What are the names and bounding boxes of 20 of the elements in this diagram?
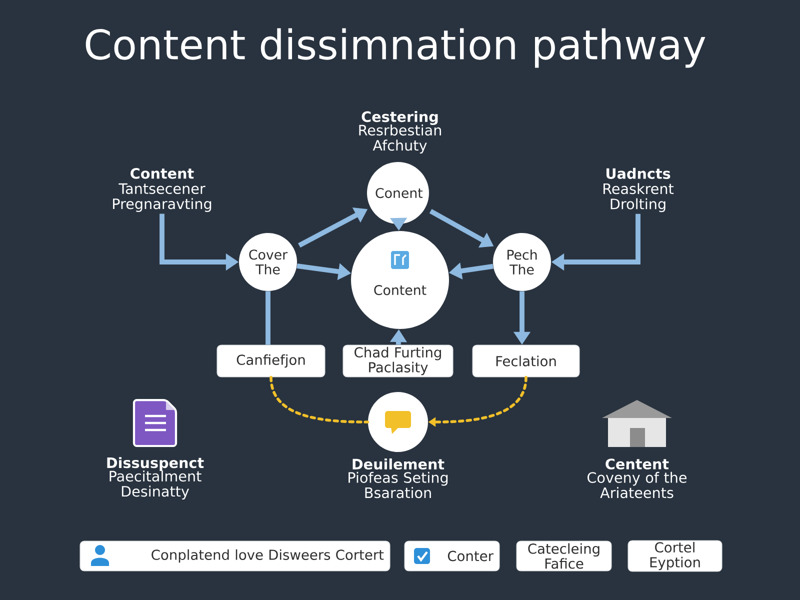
text-box: Canfiefjon (216, 344, 326, 378)
dotted-connector-line (270, 376, 370, 424)
text-box: Cortel Eyption (628, 540, 722, 572)
text-label: Uadncts Reaskrent Drolting (604, 168, 674, 212)
text-box: Chad Furting Paclasity (342, 344, 454, 378)
text-box: Conter (404, 540, 500, 572)
text-box: Conplatend love Disweers Cortert (80, 540, 390, 572)
body-text: Coveny of the Ariateents (588, 472, 687, 498)
heading-text: Centent (606, 458, 669, 470)
body-text: Piofeas Seting Bsaration (348, 472, 448, 498)
text-box: Feclation (472, 344, 580, 378)
heading-text: Deuilement (352, 458, 444, 470)
title: Content dissimnation pathway (86, 28, 706, 68)
heading-text: Dissuspenct (107, 457, 204, 471)
text-label: Content Tantsecener Pregnaravting (113, 168, 212, 212)
connector-line (266, 291, 270, 345)
body-text: Paecitalment Desinatty (110, 470, 202, 500)
heading-text: Cestering (362, 111, 438, 125)
body-text: Resrbestian Afchuty (359, 124, 441, 154)
text-box: Catecleing Fafice (516, 540, 612, 572)
